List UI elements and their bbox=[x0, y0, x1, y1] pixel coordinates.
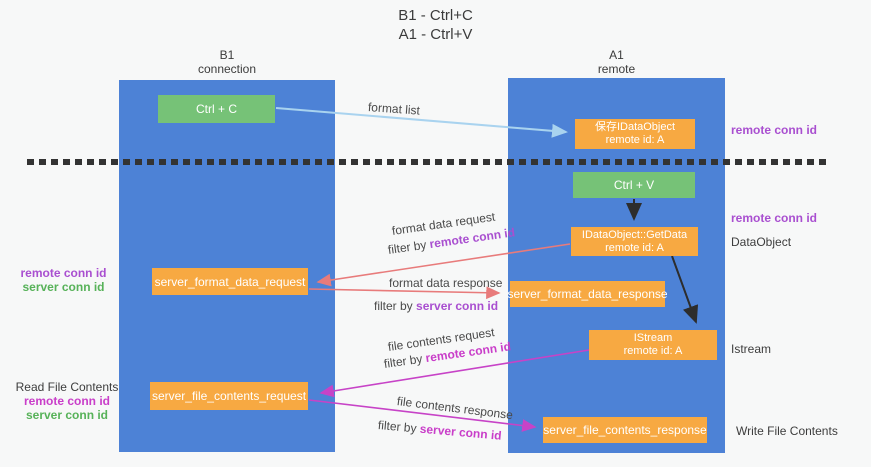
column-header-a1: A1 remote bbox=[508, 48, 725, 76]
filter-by-prefix: filter by bbox=[383, 351, 427, 371]
left-format-server-conn-id: server conn id bbox=[22, 280, 105, 294]
save-idataobject-line2: remote id: A bbox=[605, 134, 665, 146]
left-file-labels: Read File Contents remote conn id server… bbox=[12, 380, 122, 422]
format-data-response-label: format data response bbox=[389, 276, 503, 290]
node-istream: IStream remote id: A bbox=[589, 330, 717, 360]
node-ctrl-v: Ctrl + V bbox=[573, 172, 695, 198]
left-file-remote-conn-id: remote conn id bbox=[23, 394, 110, 408]
ctrl-c-label: Ctrl + C bbox=[195, 102, 237, 116]
right-remote-conn-id-mid: remote conn id bbox=[731, 211, 818, 225]
title-line-2: A1 - Ctrl+V bbox=[398, 26, 473, 43]
getdata-line1: IDataObject::GetData bbox=[581, 228, 688, 241]
left-file-server-conn-id: server conn id bbox=[25, 408, 109, 422]
file-response-filter-label: filter by server conn id bbox=[377, 418, 502, 443]
left-format-remote-conn-id: remote conn id bbox=[20, 266, 107, 280]
filter-by-server-conn-id: server conn id bbox=[419, 421, 503, 443]
read-file-contents-label: Read File Contents bbox=[15, 380, 119, 394]
filter-by-prefix: filter by bbox=[387, 237, 431, 257]
format-response-filter-label: filter by server conn id bbox=[374, 299, 498, 313]
server-file-contents-request-label: server_file_contents_request bbox=[151, 389, 307, 403]
format-list-label: format list bbox=[367, 100, 421, 118]
istream-line1: IStream bbox=[633, 332, 673, 344]
column-header-b1: B1 connection bbox=[119, 48, 335, 76]
title-line-1: B1 - Ctrl+C bbox=[398, 7, 473, 24]
right-remote-conn-id-top: remote conn id bbox=[731, 123, 818, 137]
server-format-data-request-label: server_format_data_request bbox=[154, 274, 306, 289]
column-a1-subtitle: remote bbox=[597, 62, 636, 76]
column-a1-name: A1 bbox=[609, 48, 624, 62]
save-idataobject-line1: 保存IDataObject bbox=[594, 121, 676, 133]
dashed-separator bbox=[27, 159, 830, 165]
server-format-data-response-label: server_format_data_response bbox=[507, 287, 668, 301]
node-save-idataobject: 保存IDataObject remote id: A bbox=[575, 119, 695, 149]
node-server-format-data-response: server_format_data_response bbox=[507, 281, 668, 307]
getdata-line2: remote id: A bbox=[605, 241, 664, 254]
node-server-file-contents-response: server_file_contents_response bbox=[543, 417, 707, 443]
file-contents-response-label: file contents response bbox=[396, 394, 514, 423]
node-server-format-data-request: server_format_data_request bbox=[152, 268, 308, 295]
filter-by-prefix: filter by bbox=[374, 299, 417, 313]
right-write-file-contents-label: Write File Contents bbox=[736, 424, 838, 438]
left-format-conn-ids: remote conn id server conn id bbox=[16, 266, 111, 294]
diagram-title: B1 - Ctrl+C A1 - Ctrl+V bbox=[0, 6, 871, 44]
column-b1-name: B1 bbox=[219, 48, 235, 62]
right-dataobject-label: DataObject bbox=[731, 235, 792, 249]
server-file-contents-response-label: server_file_contents_response bbox=[543, 423, 707, 437]
column-b1-subtitle: connection bbox=[197, 62, 257, 76]
node-ctrl-c: Ctrl + C bbox=[158, 95, 275, 123]
right-istream-label: Istream bbox=[731, 342, 772, 356]
node-idataobject-getdata: IDataObject::GetData remote id: A bbox=[571, 227, 698, 256]
filter-by-prefix: filter by bbox=[377, 418, 421, 436]
ctrl-v-label: Ctrl + V bbox=[613, 178, 655, 192]
filter-by-server-conn-id: server conn id bbox=[416, 299, 499, 313]
istream-line2: remote id: A bbox=[623, 345, 683, 357]
node-server-file-contents-request: server_file_contents_request bbox=[150, 382, 308, 410]
